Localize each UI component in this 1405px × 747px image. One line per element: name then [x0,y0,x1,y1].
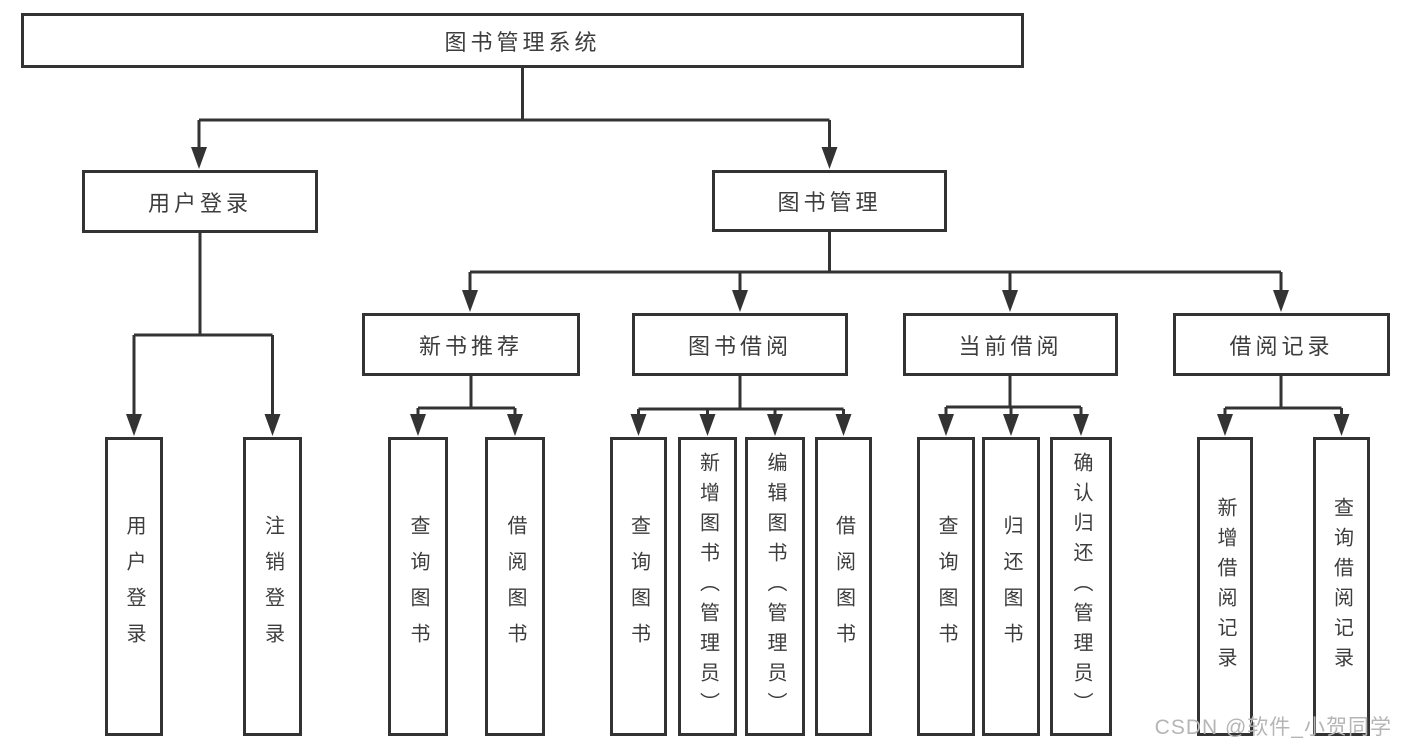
leaf-edit-books-admin: 编辑图书（管理员） [745,437,805,736]
csdn-watermark: CSDN @软件_小贺同学 [1154,716,1392,739]
node-library-management-system: 图书管理系统 [21,13,1024,68]
leaf-query-books-current: 查询图书 [917,437,975,736]
leaf-query-books-borrow: 查询图书 [610,437,667,736]
node-label: 图书管理 [777,190,882,215]
leaf-label: 新增图书（管理员） [696,451,719,722]
leaf-borrow-books-recommend: 借阅图书 [485,437,545,736]
node-current-borrow: 当前借阅 [903,313,1118,376]
leaf-label: 新增借阅记录 [1214,496,1236,677]
node-borrow-records: 借阅记录 [1173,313,1390,376]
node-label: 图书借阅 [687,333,792,359]
leaf-label: 注销登录 [261,514,284,659]
leaf-logout: 注销登录 [243,437,302,736]
leaf-label: 确认归还（管理员） [1070,451,1092,722]
leaf-label: 用户登录 [123,514,145,659]
leaf-label: 查询图书 [627,514,650,659]
leaf-label: 查询图书 [935,514,957,659]
node-label: 新书推荐 [418,333,523,359]
leaf-label: 查询借阅记录 [1330,496,1353,677]
leaf-label: 借阅图书 [832,514,855,659]
node-book-borrow: 图书借阅 [632,313,848,376]
node-label: 图书管理系统 [444,29,601,55]
node-label: 借阅记录 [1229,333,1334,359]
node-new-book-recommend: 新书推荐 [362,313,580,376]
node-label: 用户登录 [147,190,252,216]
leaf-add-books-admin: 新增图书（管理员） [678,437,737,736]
leaf-label: 编辑图书（管理员） [764,451,786,722]
node-label: 当前借阅 [958,333,1063,359]
leaf-borrow-books: 借阅图书 [815,437,872,736]
node-book-management: 图书管理 [712,170,947,232]
leaf-query-books-recommend: 查询图书 [388,437,448,736]
leaf-label: 归还图书 [1000,514,1022,659]
leaf-confirm-return-admin: 确认归还（管理员） [1050,437,1112,736]
leaf-label: 借阅图书 [504,514,526,659]
leaf-user-login: 用户登录 [105,437,163,736]
leaf-label: 查询图书 [407,514,429,659]
node-user-login: 用户登录 [82,170,318,233]
leaf-add-borrow-record: 新增借阅记录 [1197,437,1253,736]
leaf-query-borrow-record: 查询借阅记录 [1313,437,1370,736]
leaf-return-books: 归还图书 [982,437,1040,736]
